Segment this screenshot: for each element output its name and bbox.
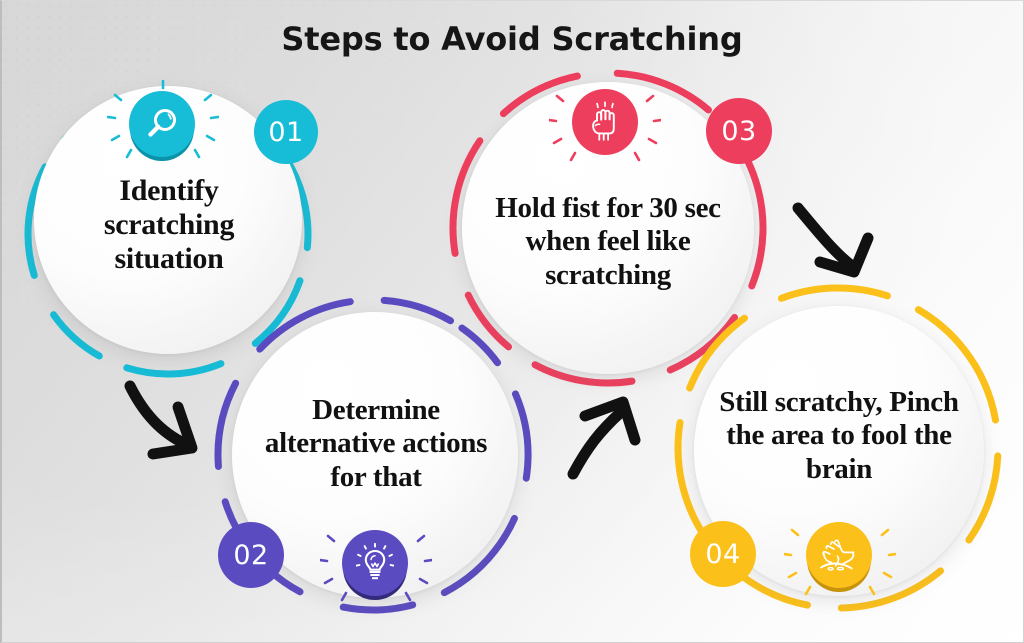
step-text-01: Identify scratching situation bbox=[103, 173, 235, 276]
lightbulb-icon-rays bbox=[320, 534, 432, 602]
step-badge-04-label: 04 bbox=[705, 538, 741, 570]
dashed-ring-04 bbox=[674, 284, 1002, 612]
arrow-step3-to-step4 bbox=[792, 202, 874, 278]
pinch-hand-icon bbox=[806, 522, 872, 588]
magnifier-icon bbox=[129, 91, 195, 157]
pinch-hand-icon-rays bbox=[784, 528, 896, 596]
step-badge-04: 04 bbox=[690, 521, 756, 587]
raised-fist-icon bbox=[572, 89, 638, 155]
arrow-step1-to-step2 bbox=[124, 380, 198, 460]
step-badge-01: 01 bbox=[254, 100, 318, 164]
dashed-ring-03 bbox=[449, 69, 767, 387]
arrow-step2-to-step3 bbox=[567, 396, 641, 480]
step-badge-02-label: 02 bbox=[233, 539, 269, 571]
dashed-ring-02 bbox=[214, 296, 532, 614]
step-badge-01-label: 01 bbox=[268, 116, 304, 148]
step-text-02: Determine alternative actions for that bbox=[264, 394, 488, 493]
step-text-03: Hold fist for 30 sec when feel like scra… bbox=[495, 192, 721, 291]
step-badge-03-label: 03 bbox=[721, 115, 757, 147]
step-text-04: Still scratchy, Pinch the area to fool t… bbox=[719, 386, 959, 485]
page-title: Steps to Avoid Scratching bbox=[281, 20, 743, 58]
raised-fist-icon-rays bbox=[549, 94, 661, 162]
step-badge-03: 03 bbox=[706, 98, 772, 164]
step-badge-02: 02 bbox=[218, 522, 284, 588]
lightbulb-icon bbox=[342, 530, 408, 596]
magnifier-icon-rays bbox=[107, 80, 219, 159]
